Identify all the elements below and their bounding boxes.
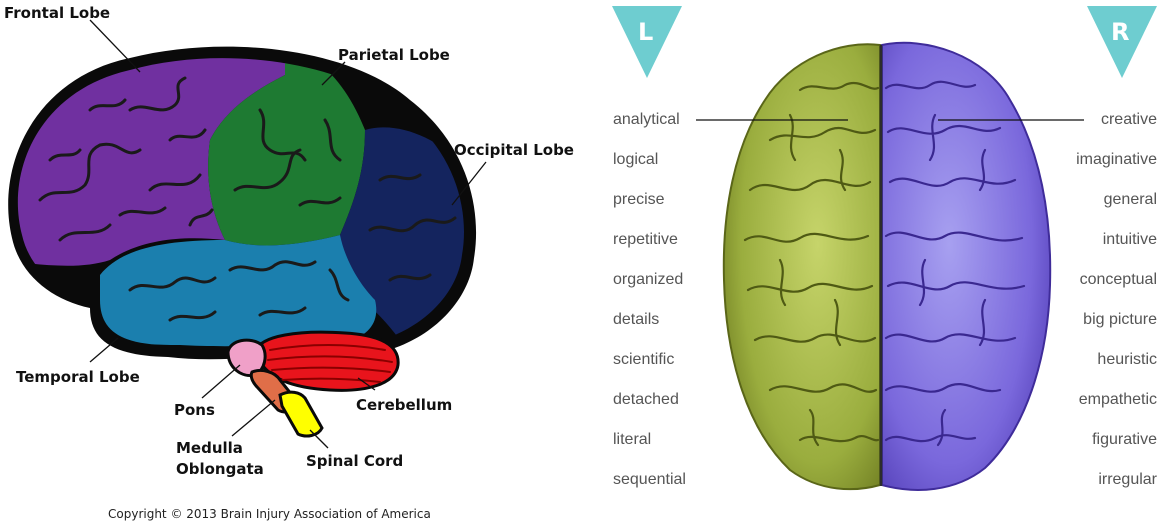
left-trait: organized (613, 271, 683, 288)
left-trait: details (613, 311, 659, 328)
left-trait-list: analytical logical precise repetitive or… (613, 111, 686, 488)
right-trait: conceptual (1080, 271, 1157, 288)
right-trait-list: creative imaginative general intuitive c… (1076, 111, 1158, 488)
spinal-cord-region (280, 392, 322, 436)
right-marker-letter: R (1111, 18, 1129, 46)
temporal-lobe-region (100, 235, 376, 346)
right-trait: creative (1101, 111, 1157, 128)
left-trait: logical (613, 151, 658, 168)
medulla-label-line2: Oblongata (176, 460, 264, 478)
right-trait: big picture (1083, 311, 1157, 328)
right-hemisphere (882, 43, 1050, 490)
copyright-notice: Copyright © 2013 Brain Injury Associatio… (108, 507, 431, 521)
medulla-label-line1: Medulla (176, 439, 243, 457)
spinal-cord-label: Spinal Cord (306, 452, 403, 470)
right-trait: figurative (1092, 431, 1157, 448)
left-trait: sequential (613, 471, 686, 488)
left-trait: literal (613, 431, 651, 448)
frontal-lobe-label: Frontal Lobe (4, 4, 110, 22)
pons-label: Pons (174, 401, 215, 419)
left-trait: precise (613, 191, 665, 208)
parietal-lobe-label: Parietal Lobe (338, 46, 450, 64)
left-trait: analytical (613, 111, 680, 128)
right-trait: heuristic (1097, 351, 1157, 368)
hemisphere-illustration: L R analytical logical precise repetitiv… (612, 6, 1158, 490)
right-trait: general (1104, 191, 1157, 208)
lateral-brain-illustration: Frontal Lobe Parietal Lobe Occipital Lob… (0, 0, 574, 521)
left-hemisphere (724, 44, 880, 489)
right-trait: imaginative (1076, 151, 1157, 168)
left-marker-letter: L (638, 18, 653, 46)
left-trait: scientific (613, 351, 674, 368)
temporal-lobe-label: Temporal Lobe (16, 368, 140, 386)
occipital-lobe-label: Occipital Lobe (454, 141, 574, 159)
left-trait: repetitive (613, 231, 678, 248)
right-trait: irregular (1098, 471, 1157, 488)
right-trait: intuitive (1103, 231, 1157, 248)
cerebellum-label: Cerebellum (356, 396, 452, 414)
left-trait: detached (613, 391, 679, 408)
right-trait: empathetic (1079, 391, 1157, 408)
